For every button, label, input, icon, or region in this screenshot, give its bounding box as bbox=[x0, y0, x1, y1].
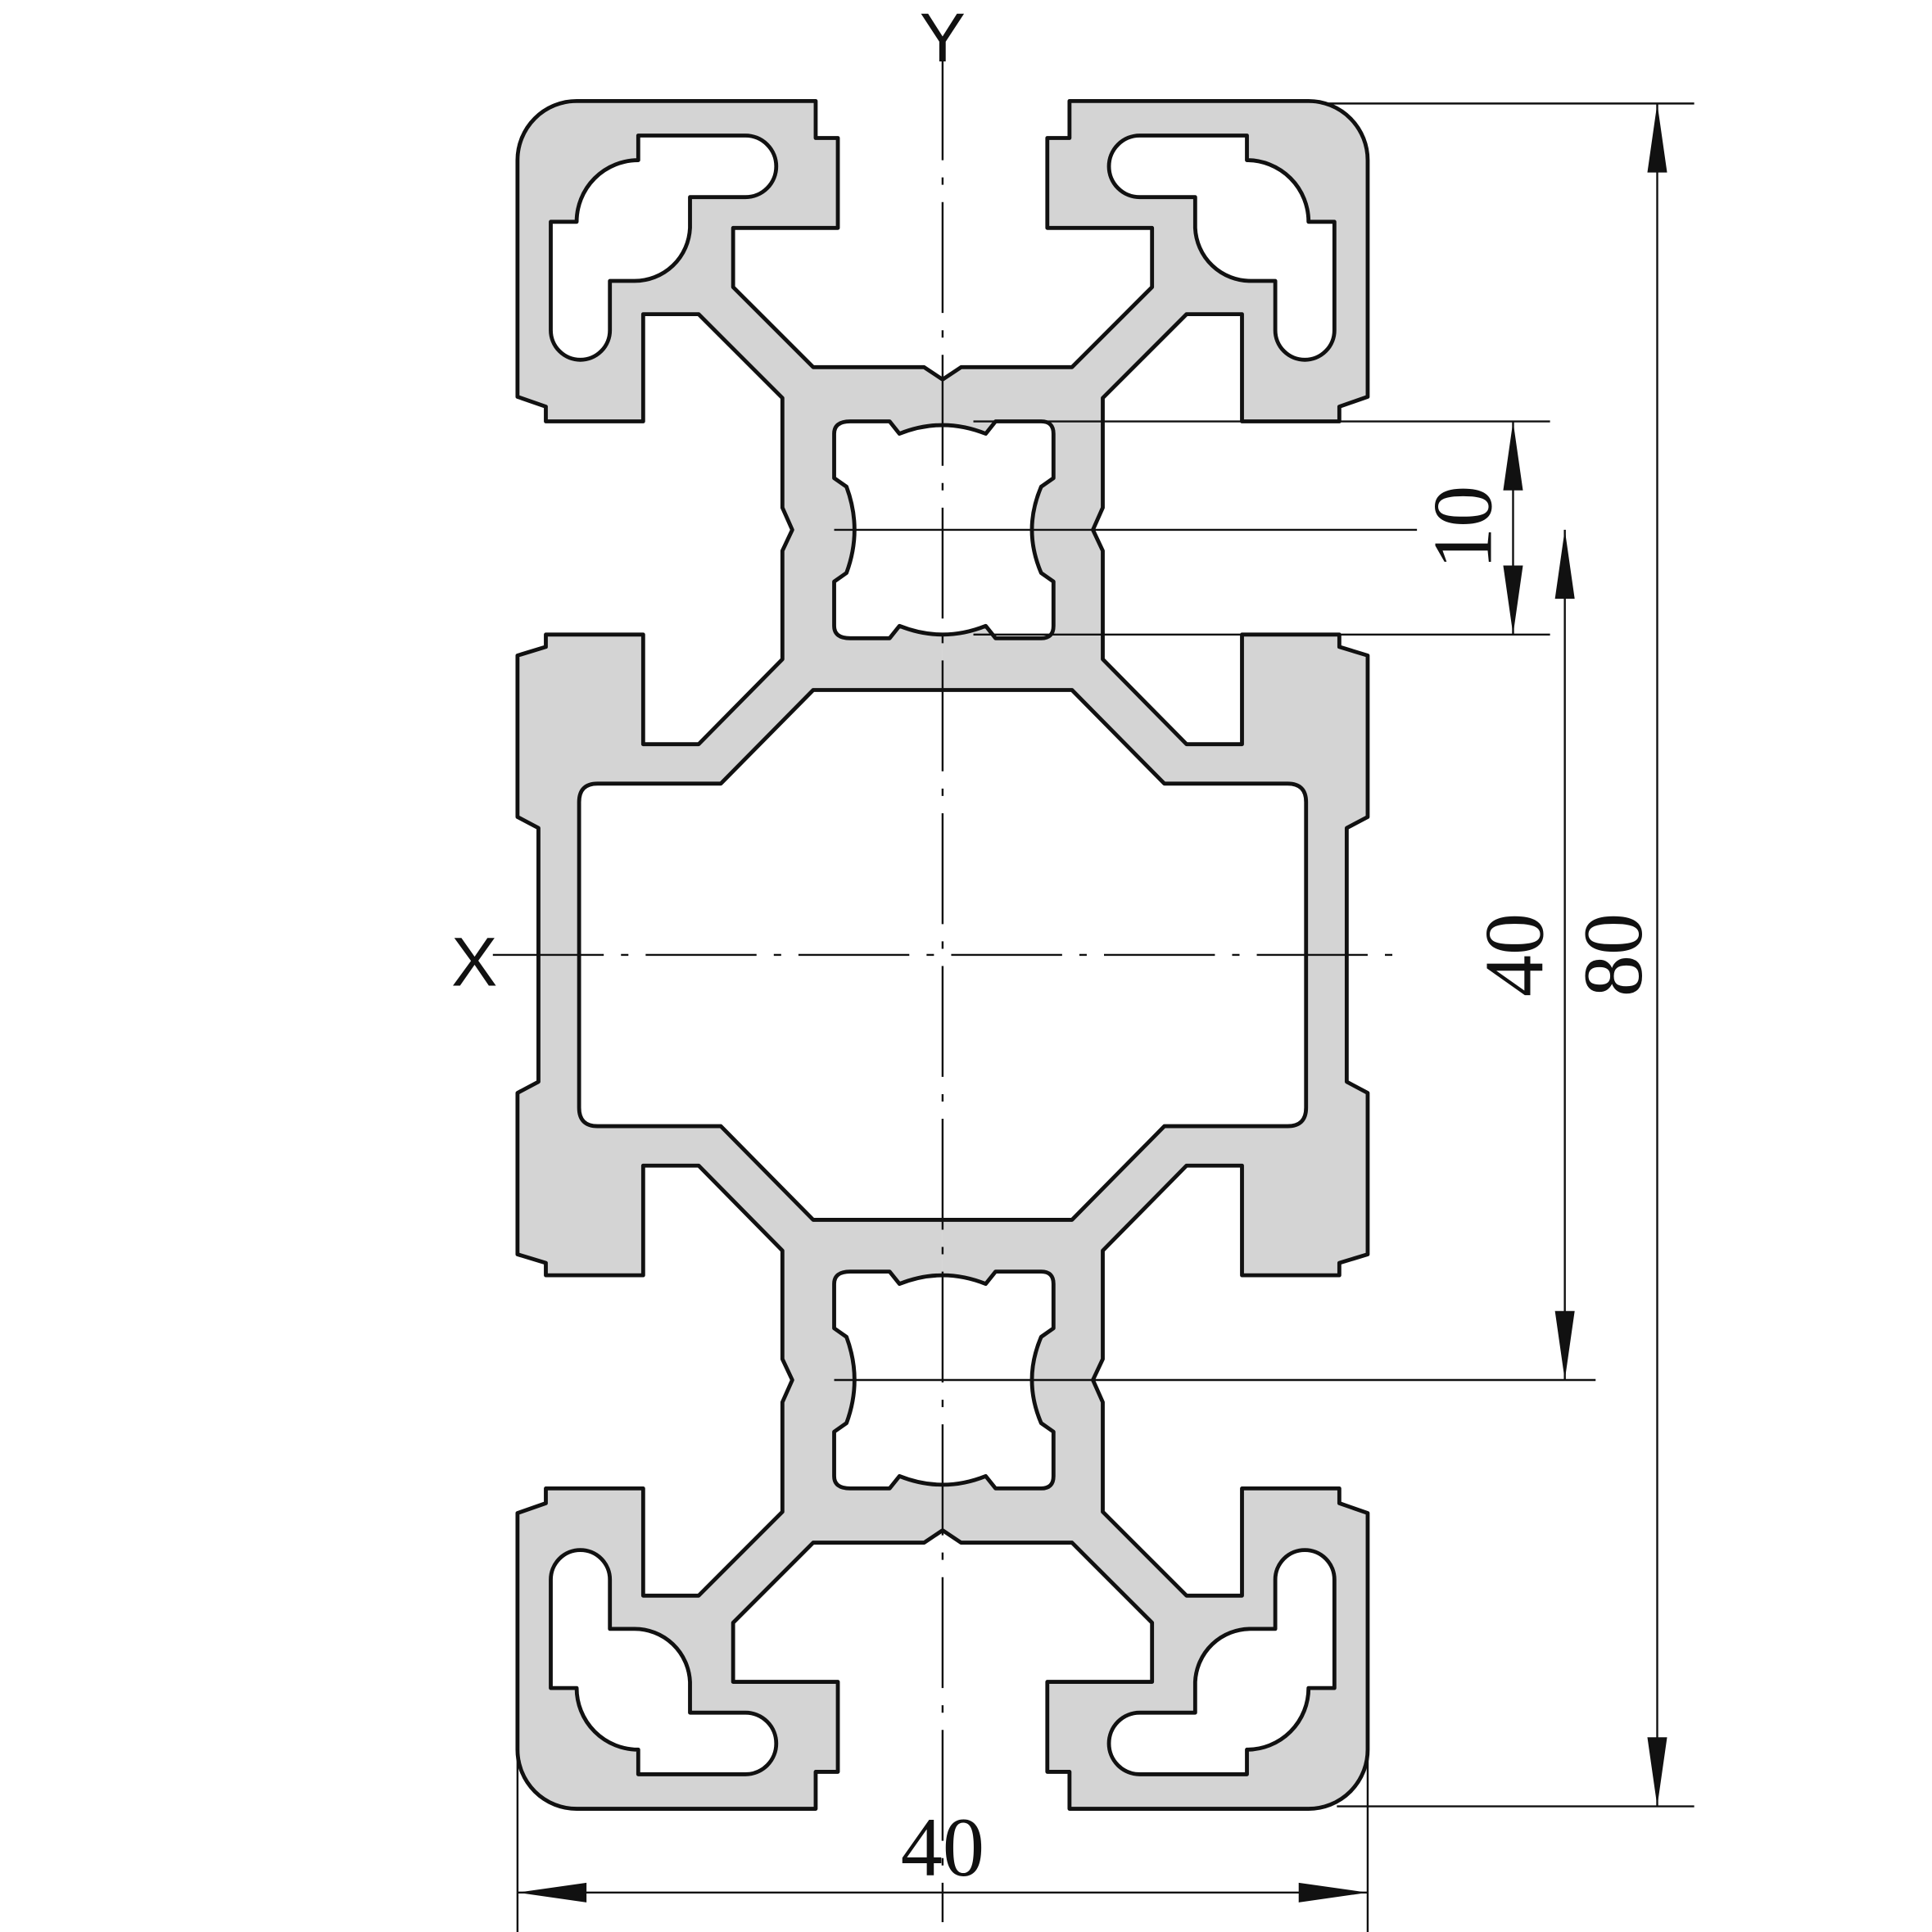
dimension-80-label: 80 bbox=[1568, 913, 1660, 997]
dimension-40-horizontal bbox=[516, 1749, 1369, 1932]
dimension-10 bbox=[973, 420, 1550, 636]
y-axis-label: Y bbox=[920, 0, 966, 76]
dimension-40-vertical-label: 40 bbox=[1469, 913, 1562, 997]
dimension-80 bbox=[1324, 102, 1694, 1808]
center-axes bbox=[492, 49, 1596, 1922]
dimension-40-vertical bbox=[1554, 529, 1575, 1380]
dimension-40-horizontal-label: 40 bbox=[901, 1802, 984, 1894]
x-axis-label: X bbox=[451, 924, 497, 1001]
dimension-10-label: 10 bbox=[1417, 486, 1509, 569]
central-cavity bbox=[577, 688, 1309, 1222]
